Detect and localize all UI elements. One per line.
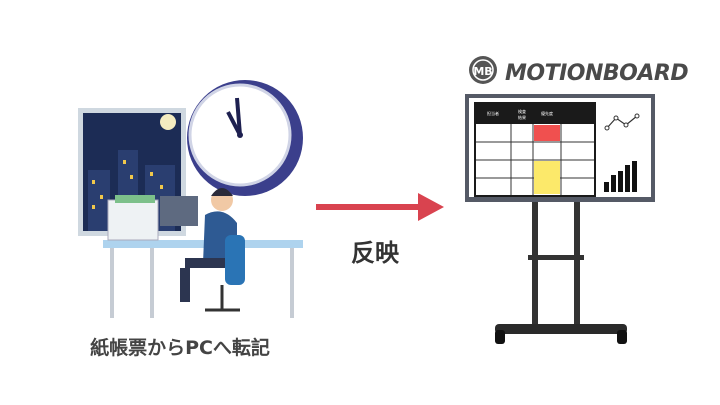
clock-icon (187, 80, 303, 196)
svg-text:結果: 結果 (518, 114, 526, 120)
chair (225, 235, 245, 285)
monitor-stand (495, 200, 627, 344)
svg-text:担当者: 担当者 (487, 110, 499, 116)
arrow-right-icon (316, 193, 444, 221)
desk (103, 195, 303, 318)
svg-text:検査: 検査 (518, 108, 526, 114)
motionboard-logo: MB MOTIONBOARD (469, 56, 689, 86)
svg-text:MOTIONBOARD: MOTIONBOARD (505, 61, 688, 86)
paper-stack (107, 199, 159, 241)
svg-text:MB: MB (473, 65, 492, 78)
svg-text:優先度: 優先度 (541, 110, 553, 116)
laptop (160, 196, 198, 226)
arrow-label: 反映 (351, 239, 399, 267)
office-worker (180, 188, 245, 312)
monitor: 担当者 検査 結果 優先度 (465, 94, 655, 202)
caption-paper-to-pc: 紙帳票からPCへ転記 (90, 337, 270, 359)
